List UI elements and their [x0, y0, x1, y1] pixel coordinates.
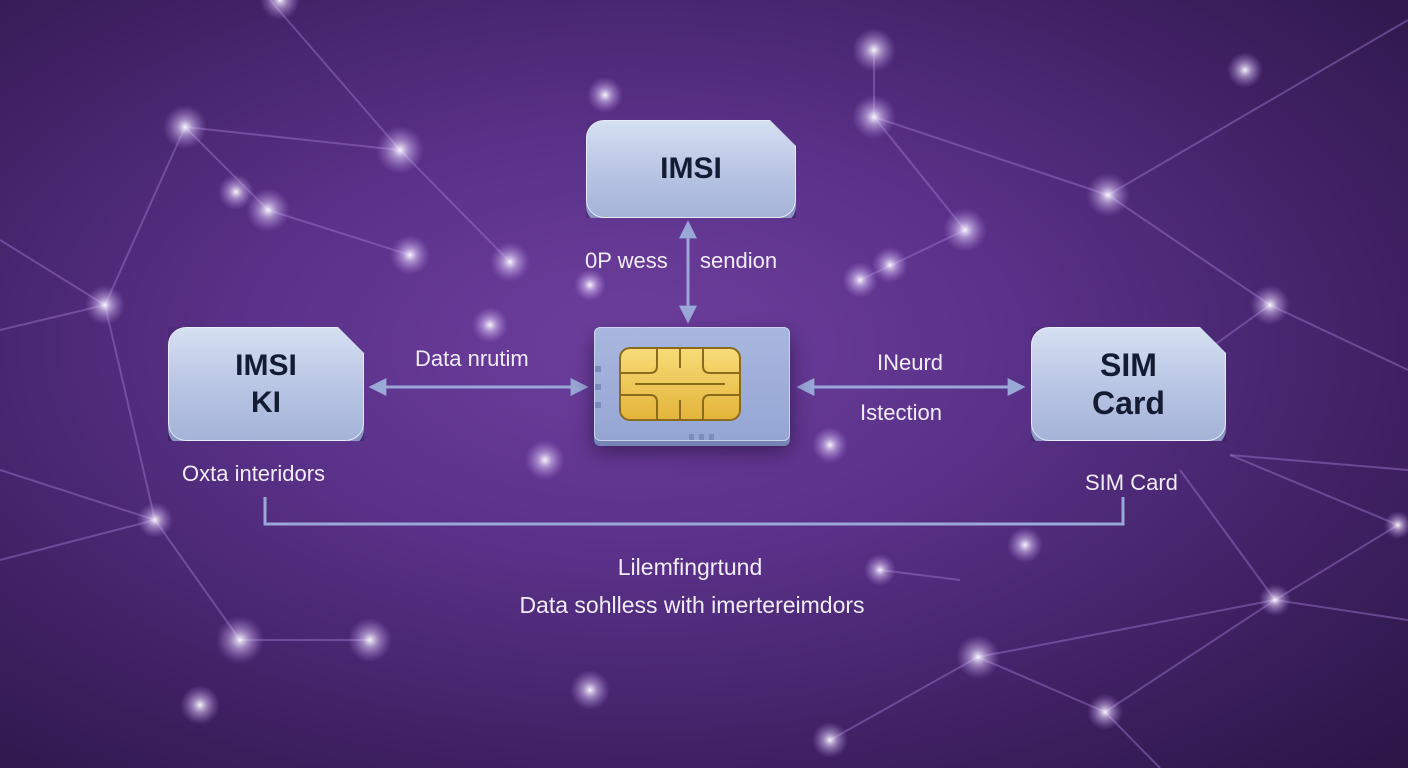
bottom-caption-line2: Data sohlless with imertereimdors [519, 592, 865, 618]
imsi-ki-box: IMSI KI [168, 327, 364, 441]
sim-card-box: SIM Card [1031, 327, 1226, 441]
imsi-top-label: IMSI [660, 152, 722, 185]
imsi-ki-line2: KI [251, 386, 281, 419]
left-arrow-label: Data nrutim [415, 346, 529, 371]
sim-card-line2: Card [1092, 385, 1165, 421]
right-arrow-label-top: INeurd [877, 350, 944, 375]
vertical-arrow-label-right: sendion [700, 248, 778, 273]
imsi-top-box: IMSI [586, 120, 796, 218]
sim-chip-icon [595, 347, 741, 440]
vertical-arrow-label-left: 0P wess [585, 248, 668, 273]
imsi-ki-line1: IMSI [235, 349, 297, 382]
center-sim-chip-card [594, 327, 790, 441]
right-arrow-label-bottom: Istection [860, 400, 942, 425]
right-box-caption: SIM Card [1085, 470, 1178, 495]
sim-card-line1: SIM [1100, 347, 1157, 383]
left-box-caption: Oxta interidors [182, 461, 326, 486]
bottom-caption-line1: Lilemfingrtund [617, 554, 763, 580]
